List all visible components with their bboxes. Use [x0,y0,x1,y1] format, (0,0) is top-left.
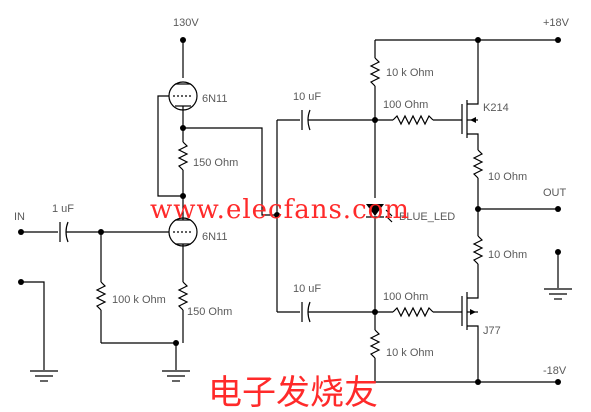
resistor-cathode [177,281,189,343]
label-res-gate-top: 100 Ohm [383,99,428,111]
label-cap-input: 1 uF [52,203,74,215]
tube-top [168,81,198,128]
mosfet-top [461,40,479,150]
mosfet-bottom [461,282,479,382]
label-res-bias-top: 10 k Ohm [386,67,434,79]
label-res-grid: 100 k Ohm [112,294,166,306]
label-out: OUT [543,187,567,199]
watermark-brand: 电子发烧友 [208,373,378,412]
resistor-gate-bottom [392,306,462,318]
resistor-source-bottom [472,209,484,282]
label-res-cathode: 150 Ohm [187,306,232,318]
resistor-gate-top [392,114,462,126]
label-in: IN [14,211,25,223]
label-cap-bottom: 10 uF [293,283,321,295]
label-led: BLUE_LED [399,211,455,223]
tube-stage [18,37,277,382]
label-res-bias-bottom: 10 k Ohm [386,347,434,359]
label-pos18v: +18V [543,17,570,29]
label-res-gate-bottom: 100 Ohm [383,291,428,303]
ground-symbol [162,370,190,382]
resistor-bias-bottom [369,312,381,382]
label-res-source-top: 10 Ohm [488,171,527,183]
resistor-grid [95,232,107,343]
label-130v: 130V [173,17,199,29]
label-mosfet-bottom: J77 [483,325,501,337]
label-neg18v: -18V [543,365,567,377]
ground-symbol [30,370,58,382]
resistor-bias-top [369,40,381,120]
ground-symbol [544,288,572,300]
watermark-site: www.elecfans.com [150,195,410,225]
resistor-source-top [472,149,484,209]
label-res-plate: 150 Ohm [193,157,238,169]
label-tube-top: 6N11 [202,93,227,105]
resistor-plate [177,128,189,196]
label-res-source-bottom: 10 Ohm [488,249,527,261]
label-tube-bottom: 6N11 [202,231,227,243]
output-stage [274,37,572,385]
label-mosfet-top: K214 [483,102,509,114]
component-labels: 130V +18V -18V IN OUT 6N11 6N11 1 uF 10 … [14,17,570,377]
label-cap-top: 10 uF [293,91,321,103]
